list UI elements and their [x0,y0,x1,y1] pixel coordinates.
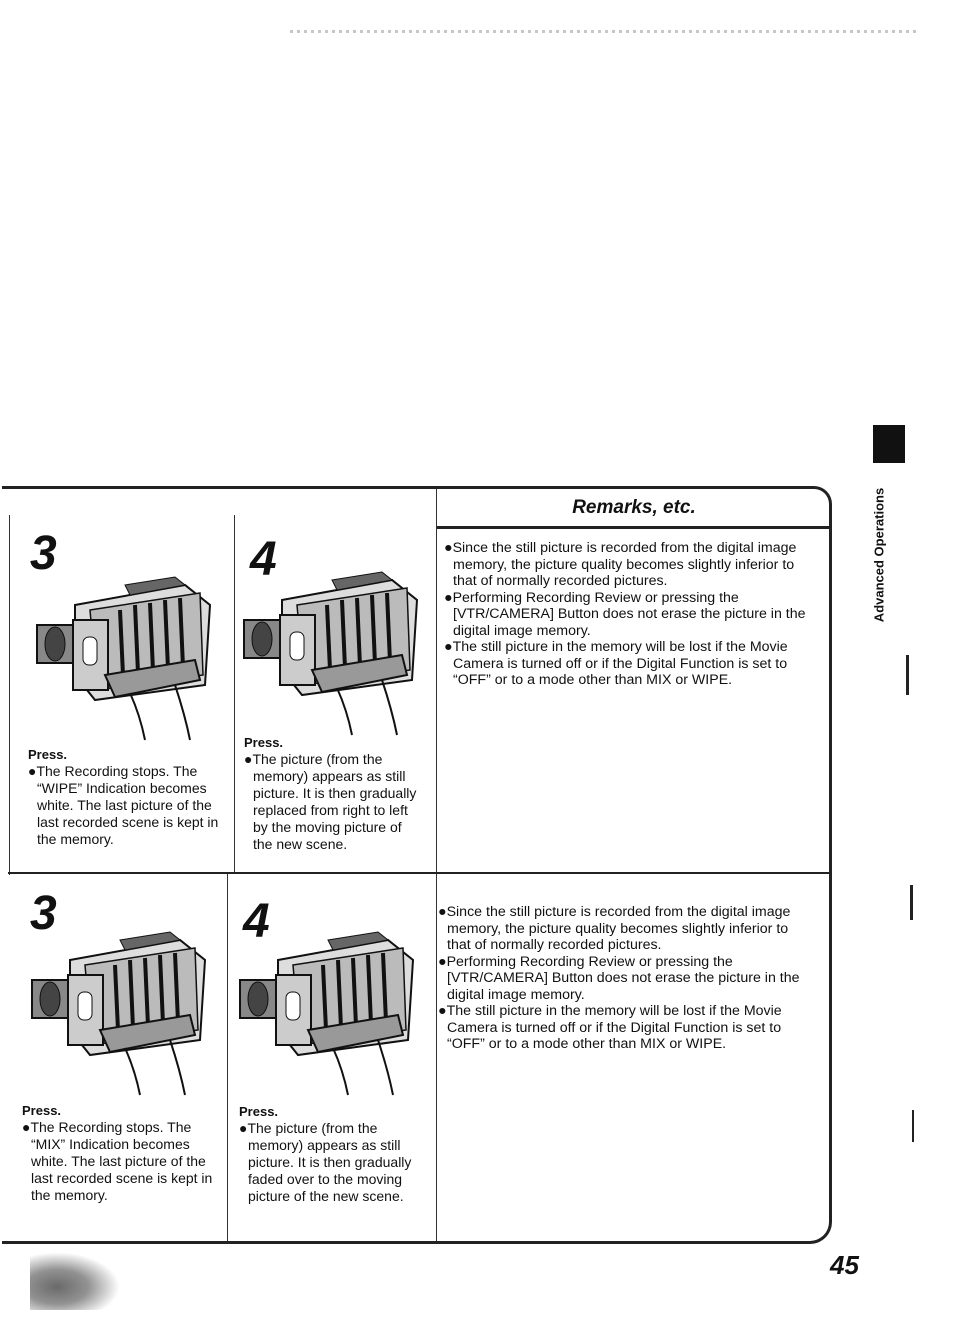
step-number: 4 [243,895,270,948]
page-number: 45 [830,1250,859,1280]
press-label: Press. [28,747,68,762]
camcorder-illustration [238,915,418,1100]
remark-item: ●Since the still picture is recorded fro… [444,540,797,589]
press-label: Press. [244,735,284,750]
wipe-step4-text: Press. ●The picture (from the memory) ap… [244,734,424,853]
mix-remarks: ●Since the still picture is recorded fro… [438,904,810,1053]
step-description: ●The picture (from the memory) appears a… [239,1120,412,1204]
scan-noise-line [290,30,920,33]
wipe-step3-text: Press. ●The Recording stops. The “WIPE” … [28,746,223,848]
mix-step4-text: Press. ●The picture (from the memory) ap… [239,1103,419,1205]
step-number: 3 [30,887,57,940]
step-description: ●The Recording stops. The “MIX” Indicati… [22,1119,213,1203]
column-divider [227,874,228,1241]
camcorder-illustration [242,555,422,740]
remarks-heading: Remarks, etc. [572,497,696,518]
step-description: ●The Recording stops. The “WIPE” Indicat… [28,763,219,847]
edge-mark [906,655,909,695]
column-divider [436,489,437,1241]
remark-item: ●Performing Recording Review or pressing… [444,589,806,639]
scan-smudge [30,1252,120,1310]
step-description: ●The picture (from the memory) appears a… [244,751,417,852]
row-divider [8,872,832,874]
press-label: Press. [239,1104,279,1119]
column-divider [9,515,10,875]
press-label: Press. [22,1103,62,1118]
edge-mark [912,1110,914,1142]
edge-mark [910,885,913,920]
remark-item: ●Since the still picture is recorded fro… [438,904,791,953]
wipe-remarks: ●Since the still picture is recorded fro… [444,540,816,689]
instruction-table-frame [2,486,832,1244]
column-divider [234,515,235,873]
remark-item: ●The still picture in the memory will be… [438,1003,782,1052]
camcorder-illustration [30,915,210,1100]
step-number: 4 [250,533,277,586]
section-tab-marker [873,425,905,463]
mix-step3-text: Press. ●The Recording stops. The “MIX” I… [22,1102,217,1204]
step-number: 3 [30,527,57,580]
camcorder-illustration [35,560,215,745]
remark-item: ●The still picture in the memory will be… [444,639,788,688]
section-label: Advanced Operations [871,487,887,623]
remark-item: ●Performing Recording Review or pressing… [438,953,800,1003]
remarks-heading-rule [436,526,832,529]
